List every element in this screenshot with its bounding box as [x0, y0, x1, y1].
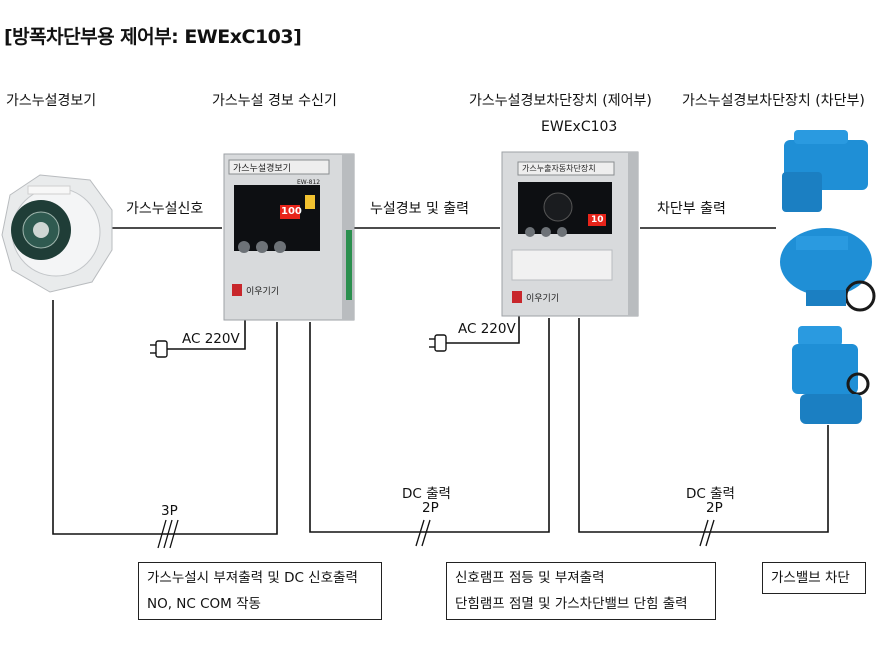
- signal-label-detector: 가스누설신호: [126, 201, 204, 217]
- power-wire-receiver: [167, 320, 246, 350]
- cable-label-2p-receiver: 2P: [422, 500, 439, 516]
- controller-model-label: EWExC103: [541, 119, 618, 135]
- note-box-actuator-text: 가스밸브 차단: [771, 570, 850, 586]
- power-label-controller: AC 220V: [458, 321, 516, 337]
- note-box-controller: 신호램프 점등 및 부져출력 단힘램프 점멸 및 가스차단밸브 단힘 출력: [446, 562, 716, 620]
- controller-label: 가스누설경보차단장치 (제어부): [469, 93, 652, 109]
- cable-3p: [52, 300, 278, 535]
- note-box-receiver-line2: NO, NC COM 작동: [147, 596, 261, 612]
- actuator-3-image: [792, 326, 870, 424]
- actuator-2-image: [780, 228, 876, 312]
- controller-brand: 이우기기: [526, 294, 560, 304]
- gas-leak-receiver-image: [223, 153, 355, 321]
- cable-label-dc-receiver: DC 출력: [402, 486, 451, 502]
- note-box-actuator: 가스밸브 차단: [762, 562, 866, 594]
- power-wire-controller: [446, 316, 520, 344]
- receiver-display: 100: [281, 206, 302, 217]
- plug-icon: [429, 334, 447, 352]
- gas-detector-image: [1, 174, 113, 293]
- cable-dc-controller: [578, 318, 829, 533]
- note-box-receiver-line1: 가스누설시 부져출력 및 DC 신호출력: [147, 570, 358, 586]
- receiver-brand: 이우기기: [246, 287, 280, 297]
- actuator-label: 가스누설경보차단장치 (차단부): [682, 93, 865, 109]
- power-label-receiver: AC 220V: [182, 331, 240, 347]
- page-title: [방폭차단부용 제어부: EWExC103]: [4, 26, 302, 48]
- signal-label-receiver: 누설경보 및 출력: [370, 201, 470, 217]
- note-box-receiver: 가스누설시 부져출력 및 DC 신호출력 NO, NC COM 작동: [138, 562, 382, 620]
- signal-label-controller: 차단부 출력: [657, 201, 726, 217]
- plug-icon: [150, 340, 168, 358]
- controller-display: 10: [591, 215, 604, 225]
- receiver-panel-header: 가스누설경보기: [233, 164, 291, 174]
- cable-label-2p-controller: 2P: [706, 500, 723, 516]
- controller-panel-header: 가스누출자동차단장치: [522, 164, 596, 173]
- cable-label-dc-controller: DC 출력: [686, 486, 735, 502]
- cable-label-3p: 3P: [161, 503, 178, 519]
- gas-shutoff-controller-image: [501, 151, 639, 317]
- detector-label: 가스누설경보기: [6, 93, 97, 109]
- receiver-model: EW-812: [297, 179, 321, 186]
- note-box-controller-line2: 단힘램프 점멸 및 가스차단밸브 단힘 출력: [455, 596, 688, 612]
- cable-dc-receiver: [309, 318, 550, 533]
- note-box-controller-line1: 신호램프 점등 및 부져출력: [455, 570, 605, 586]
- receiver-label: 가스누설 경보 수신기: [212, 93, 337, 109]
- actuator-1-image: [782, 130, 868, 212]
